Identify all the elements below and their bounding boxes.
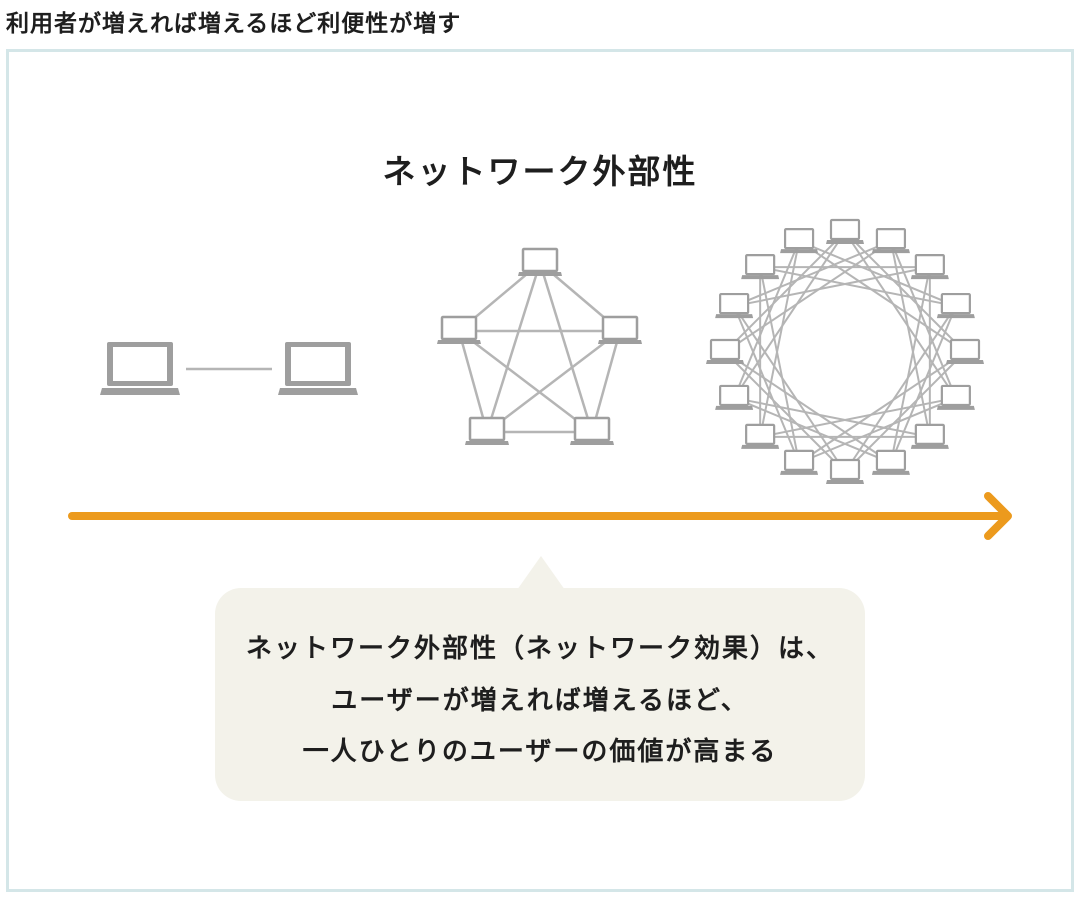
network-link (798, 240, 966, 353)
laptop-icon (909, 423, 950, 450)
laptop-icon (935, 292, 976, 320)
laptop-icon (714, 292, 755, 320)
laptop-icon (463, 416, 511, 447)
laptop-icon (704, 338, 746, 366)
network-link (485, 262, 542, 433)
laptop-icon (568, 416, 616, 447)
network-link (590, 330, 622, 433)
network-link (538, 262, 594, 433)
growth-arrow (68, 492, 1012, 540)
laptop-icon (100, 342, 180, 395)
laptop-icon (870, 228, 912, 255)
network-links (457, 262, 622, 434)
five-node-network (435, 247, 644, 447)
callout-line-1: ネットワーク外部性（ネットワーク効果）は、 (245, 634, 834, 664)
callout-box (215, 588, 865, 801)
network-link (457, 330, 489, 433)
network-link (458, 330, 593, 433)
network-link (724, 240, 892, 353)
network-link (733, 266, 931, 308)
laptop-icon (596, 315, 644, 346)
sixteen-node-network (704, 218, 986, 486)
laptop-icon (740, 254, 781, 281)
two-node-network (100, 342, 358, 395)
callout-pointer (517, 556, 565, 590)
laptop-icon (714, 384, 755, 412)
laptop-icon (278, 342, 358, 395)
callout-line-2: ユーザーが増えれば増えるほど、 (331, 686, 749, 716)
page-heading: 利用者が増えれば増えるほど利便性が増す (6, 11, 462, 37)
network-links (724, 231, 966, 473)
laptop-icon (824, 458, 866, 486)
network-nodes (435, 247, 644, 447)
laptop-icon (516, 247, 564, 278)
network-link (733, 240, 892, 308)
network-link (486, 330, 621, 433)
laptop-icon (740, 423, 781, 450)
laptop-icon (909, 254, 950, 281)
laptop-icon (435, 315, 483, 346)
diagram-title: ネットワーク外部性 (382, 152, 698, 191)
laptop-icon (935, 384, 976, 412)
callout-line-3: 一人ひとりのユーザーの価値が高まる (302, 737, 778, 767)
laptop-icon (870, 449, 912, 476)
laptop-icon (824, 218, 866, 246)
laptop-icon (778, 449, 820, 476)
laptop-icon (944, 338, 986, 366)
network-link (798, 240, 957, 308)
laptop-icon (778, 228, 820, 255)
network-link (759, 266, 957, 308)
